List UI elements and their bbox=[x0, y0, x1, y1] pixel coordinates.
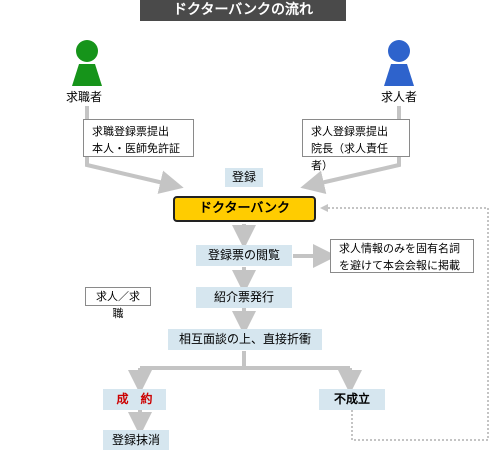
publication-note: 求人情報のみを固有名詞 を避けて本会会報に掲載 bbox=[330, 239, 474, 273]
publication-note-line1: 求人情報のみを固有名詞 bbox=[339, 242, 460, 255]
step-success: 成 約 bbox=[103, 389, 166, 410]
publication-note-line2: を避けて本会会報に掲載 bbox=[339, 259, 460, 272]
hospital-note-line2: 院長（求人責任者） bbox=[311, 142, 388, 172]
step-introduce: 紹介票発行 bbox=[196, 287, 292, 308]
seeker-note-line1: 求職登録票提出 bbox=[92, 125, 169, 138]
step-negotiate: 相互面談の上、直接折衝 bbox=[168, 329, 322, 350]
seeker-person-icon bbox=[72, 40, 102, 86]
page-title: ドクターバンクの流れ bbox=[140, 0, 346, 21]
step-cancel: 登録抹消 bbox=[103, 430, 169, 450]
job-label: 求人／求職 bbox=[85, 287, 151, 320]
seeker-note-line2: 本人・医師免許証 bbox=[92, 142, 180, 155]
step-fail: 不成立 bbox=[319, 389, 385, 410]
hospital-person-icon bbox=[384, 40, 414, 86]
hospital-note-line1: 求人登録票提出 bbox=[311, 125, 388, 138]
register-label: 登録 bbox=[225, 168, 263, 187]
seeker-label: 求職者 bbox=[66, 90, 103, 104]
hospital-label: 求人者 bbox=[381, 90, 418, 104]
seeker-note: 求職登録票提出 本人・医師免許証 bbox=[83, 119, 194, 157]
step-browse: 登録票の閲覧 bbox=[196, 245, 292, 266]
hospital-note: 求人登録票提出 院長（求人責任者） bbox=[302, 119, 410, 172]
doctor-bank-box: ドクターバンク bbox=[173, 196, 316, 222]
